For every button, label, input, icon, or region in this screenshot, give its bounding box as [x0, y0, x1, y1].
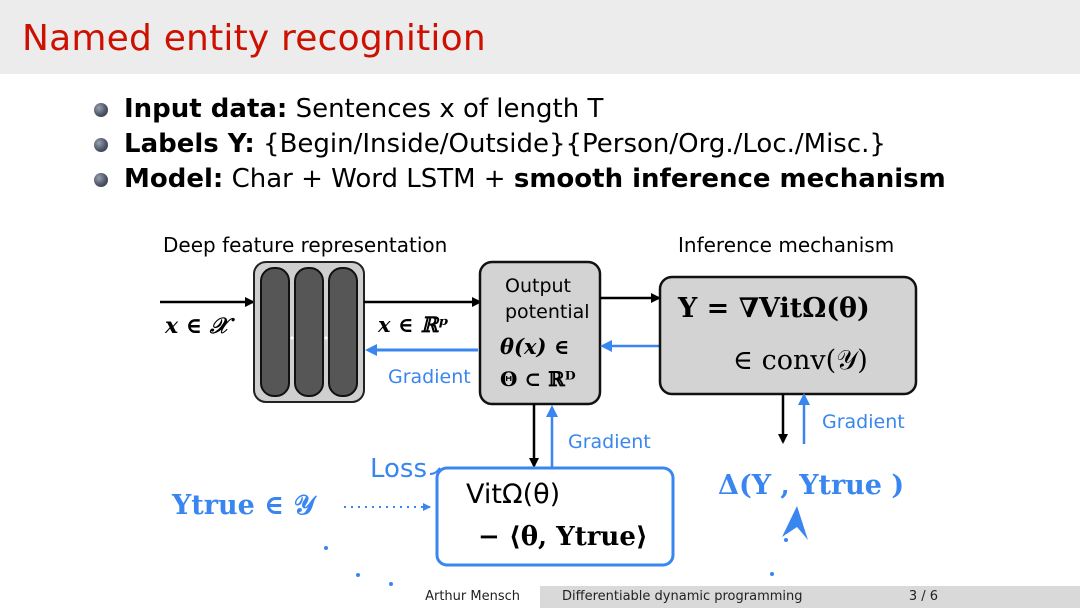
loss-box — [435, 466, 675, 567]
bullet-label: Model: — [124, 164, 224, 194]
loss-connector — [429, 467, 441, 475]
delta-label: Δ(Y , Ytrue ) — [718, 470, 904, 501]
gradient-left-label: Gradient — [388, 366, 471, 388]
gradient-center-label: Gradient — [568, 431, 651, 453]
dotted-curve-fragments — [324, 538, 788, 586]
footer-title-section: Differentiable dynamic programming 3 / 6 — [540, 586, 1080, 608]
loss-line1: VitΩ(θ) — [466, 479, 560, 510]
footer-page-number: 3 / 6 — [908, 589, 938, 604]
lstm-cell — [328, 267, 358, 397]
footer-author: Arthur Mensch — [425, 589, 520, 604]
lstm-cell — [294, 267, 324, 397]
output-potential-box — [478, 260, 602, 406]
bullet-labels: Labels Y: {Begin/Inside/Outside}{Person/… — [94, 127, 946, 162]
potential-line3: θ(x) ∈ — [500, 334, 569, 359]
potential-line2: potential — [505, 301, 590, 323]
bullet-list: Input data: Sentences x of length T Labe… — [94, 92, 946, 197]
lstm-cell — [260, 267, 290, 397]
footer-author-section: Arthur Mensch — [0, 586, 540, 608]
loss-label: Loss — [370, 454, 427, 484]
bullet-text: {Begin/Inside/Outside}{Person/Org./Loc./… — [263, 129, 886, 159]
bullet-dot-icon — [94, 173, 108, 187]
loss-line2: − ⟨θ, Ytrue⟩ — [478, 522, 648, 552]
bullet-dot-icon — [94, 103, 108, 117]
lstm-block — [253, 261, 365, 403]
footer-talk-title: Differentiable dynamic programming — [562, 589, 803, 604]
ytrue-label: Ytrue ∈ 𝒴 — [171, 490, 318, 521]
bullet-text: Char + Word LSTM + — [231, 164, 514, 194]
input-label: x ∈ 𝒳 — [164, 313, 236, 339]
potential-line4: Θ ⊂ ℝᴰ — [500, 367, 576, 391]
slide-title: Named entity recognition — [22, 18, 486, 59]
bullet-text: Sentences x of length T — [295, 94, 604, 124]
gradient-right-label: Gradient — [822, 411, 905, 433]
footer: Arthur Mensch Differentiable dynamic pro… — [0, 586, 1080, 608]
heading-deep-feature: Deep feature representation — [163, 233, 447, 257]
bullet-dot-icon — [94, 138, 108, 152]
inference-line1: Y = ∇VitΩ(θ) — [677, 293, 870, 324]
heading-inference: Inference mechanism — [678, 233, 894, 257]
bullet-input-data: Input data: Sentences x of length T — [94, 92, 946, 127]
feature-label: x ∈ ℝᵖ — [377, 312, 449, 337]
potential-line1: Output — [505, 275, 571, 297]
bullet-label: Labels Y: — [124, 129, 255, 159]
title-bar: Named entity recognition — [0, 0, 1080, 74]
delta-pointer-icon — [782, 506, 808, 540]
bullet-model: Model: Char + Word LSTM + smooth inferen… — [94, 162, 946, 197]
bullet-label: Input data: — [124, 94, 288, 124]
bullet-emphasis: smooth inference mechanism — [513, 164, 946, 194]
inference-line2: ∈ conv(𝒴) — [733, 345, 868, 376]
inference-box — [658, 275, 918, 396]
